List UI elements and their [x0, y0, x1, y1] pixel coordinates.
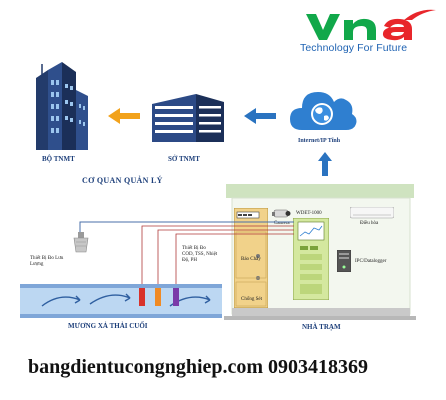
- camera-icon: [272, 208, 294, 220]
- camera-label: Camera: [274, 221, 290, 226]
- cloud-label: Internet/IP Tĩnh: [298, 138, 341, 144]
- ipc-datalogger-icon: [337, 250, 351, 272]
- lightning-protection-label: Chống Sét: [241, 297, 262, 302]
- department-building-icon: [150, 92, 226, 144]
- cabinet-label: WDET-1000: [296, 211, 322, 216]
- fire-alarm-label: Báo Cháy: [241, 257, 261, 262]
- quality-sensor-label: Thiết Bị Đo COD, TSS, Nhiệt Độ, PH: [182, 246, 218, 263]
- arrow-left-icon: [244, 106, 278, 126]
- arrow-up-icon: [318, 152, 332, 176]
- control-panel: [234, 208, 268, 308]
- channel-title: MƯƠNG XẢ THẢI CUỐI: [68, 322, 148, 330]
- sensor-cables: [70, 220, 300, 310]
- flow-sensor-icon: [72, 232, 90, 254]
- ipc-datalogger-label: IPC/Datalogger: [355, 259, 387, 264]
- probe-red-icon: [138, 288, 146, 306]
- brand-tagline: Technology For Future: [300, 42, 408, 54]
- management-group-label: CƠ QUAN QUẢN LÝ: [82, 176, 163, 185]
- ministry-building-icon: [30, 60, 92, 150]
- air-conditioner-label: Điều hòa: [360, 221, 379, 226]
- station-title: NHÀ TRẠM: [302, 323, 341, 331]
- cloud-globe-icon: [288, 84, 358, 134]
- department-label: SỞ TNMT: [168, 155, 200, 163]
- probe-purple-icon: [172, 288, 180, 306]
- discharge-channel: [20, 284, 222, 320]
- arrow-left-icon: [108, 106, 142, 126]
- brand-logo: [300, 6, 440, 46]
- probe-orange-icon: [154, 288, 162, 306]
- footer-text: bangdientucongnghiep.com 0903418369: [28, 356, 369, 378]
- ministry-label: BỘ TNMT: [42, 155, 75, 163]
- analyzer-cabinet: [293, 218, 329, 300]
- air-conditioner-icon: [350, 207, 394, 219]
- flow-sensor-label: Thiết Bị Đo Lưu Lượng: [30, 256, 64, 267]
